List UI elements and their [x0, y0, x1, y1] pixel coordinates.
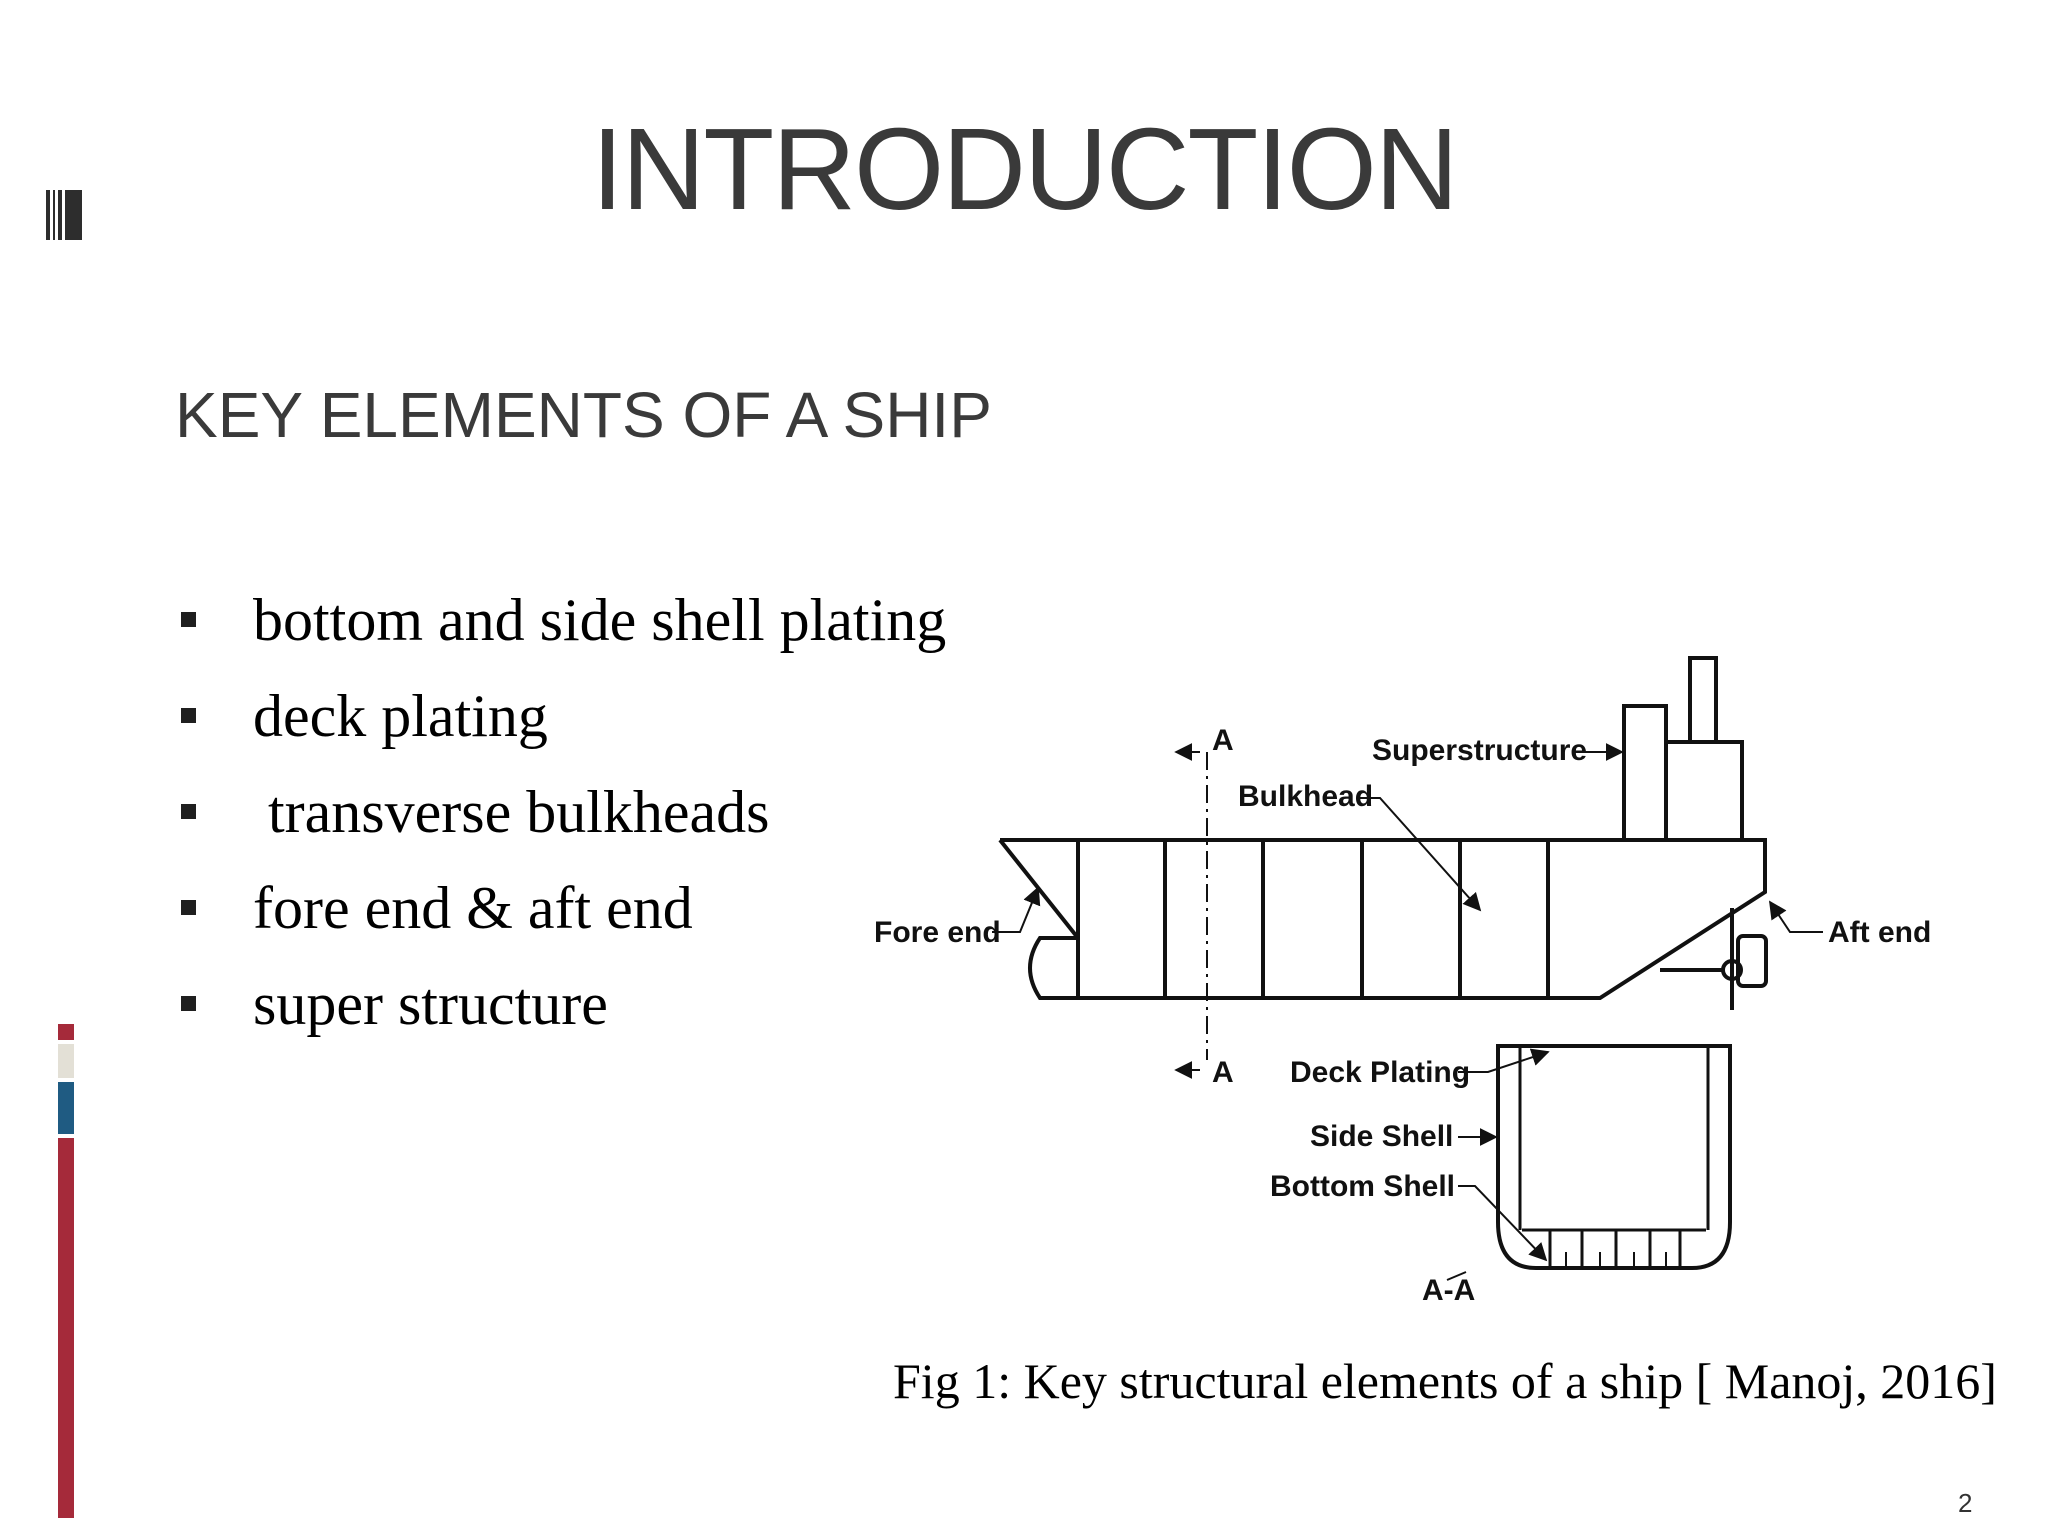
aft-end-label: Aft end [1828, 916, 1931, 949]
list-item-text: transverse bulkheads [253, 779, 770, 845]
section-label-top: A [1212, 724, 1234, 757]
ship-structure-diagram: A A Superstructure Bulkhead Fore end Aft… [874, 656, 1931, 1307]
section-view-label: A-A [1422, 1274, 1475, 1307]
bullet-square-icon [181, 708, 196, 723]
list-item: deck plating [175, 668, 946, 764]
section-heading: KEY ELEMENTS OF A SHIP [175, 379, 992, 451]
fore-end-label: Fore end [874, 916, 1001, 949]
accent-bar-red [58, 1138, 74, 1518]
bow-outline [998, 838, 1080, 940]
list-item-text: fore end & aft end [253, 875, 693, 941]
title-decoration [46, 190, 82, 240]
deck-plating-label: Deck Plating [1290, 1056, 1470, 1089]
bulkhead-label: Bulkhead [1238, 780, 1373, 813]
propeller-hub [1721, 959, 1743, 981]
rudder [1736, 934, 1768, 988]
bullet-square-icon [181, 996, 196, 1011]
accent-bar-red-top [58, 1024, 74, 1040]
bullet-square-icon [181, 804, 196, 819]
superstructure-block [1622, 704, 1668, 842]
section-label-bottom: A [1212, 1056, 1234, 1089]
page-title: INTRODUCTION [591, 104, 1458, 234]
list-item: bottom and side shell plating [175, 572, 946, 668]
hull-outline [1000, 838, 1767, 1000]
funnel-block [1664, 740, 1744, 842]
list-item-text: deck plating [253, 683, 548, 749]
figure-caption: Fig 1: Key structural elements of a ship… [893, 1353, 1997, 1409]
list-item: super structure [175, 956, 946, 1052]
side-shell-label: Side Shell [1310, 1120, 1453, 1153]
bullet-list: bottom and side shell plating deck plati… [175, 572, 946, 1052]
list-item: fore end & aft end [175, 860, 946, 956]
bulbous-bow [1028, 936, 1078, 1000]
accent-bar-beige [58, 1044, 74, 1078]
list-item-text: super structure [253, 971, 608, 1037]
bullet-square-icon [181, 612, 196, 627]
list-item-text: bottom and side shell plating [253, 587, 947, 653]
bullet-square-icon [181, 900, 196, 915]
funnel-stack [1688, 656, 1718, 744]
list-item: transverse bulkheads [175, 764, 946, 860]
cross-section-outline [1496, 1044, 1732, 1270]
accent-bar-blue [58, 1082, 74, 1134]
page-number: 2 [1958, 1488, 1973, 1518]
bottom-shell-label: Bottom Shell [1270, 1170, 1455, 1203]
superstructure-label: Superstructure [1372, 734, 1587, 767]
